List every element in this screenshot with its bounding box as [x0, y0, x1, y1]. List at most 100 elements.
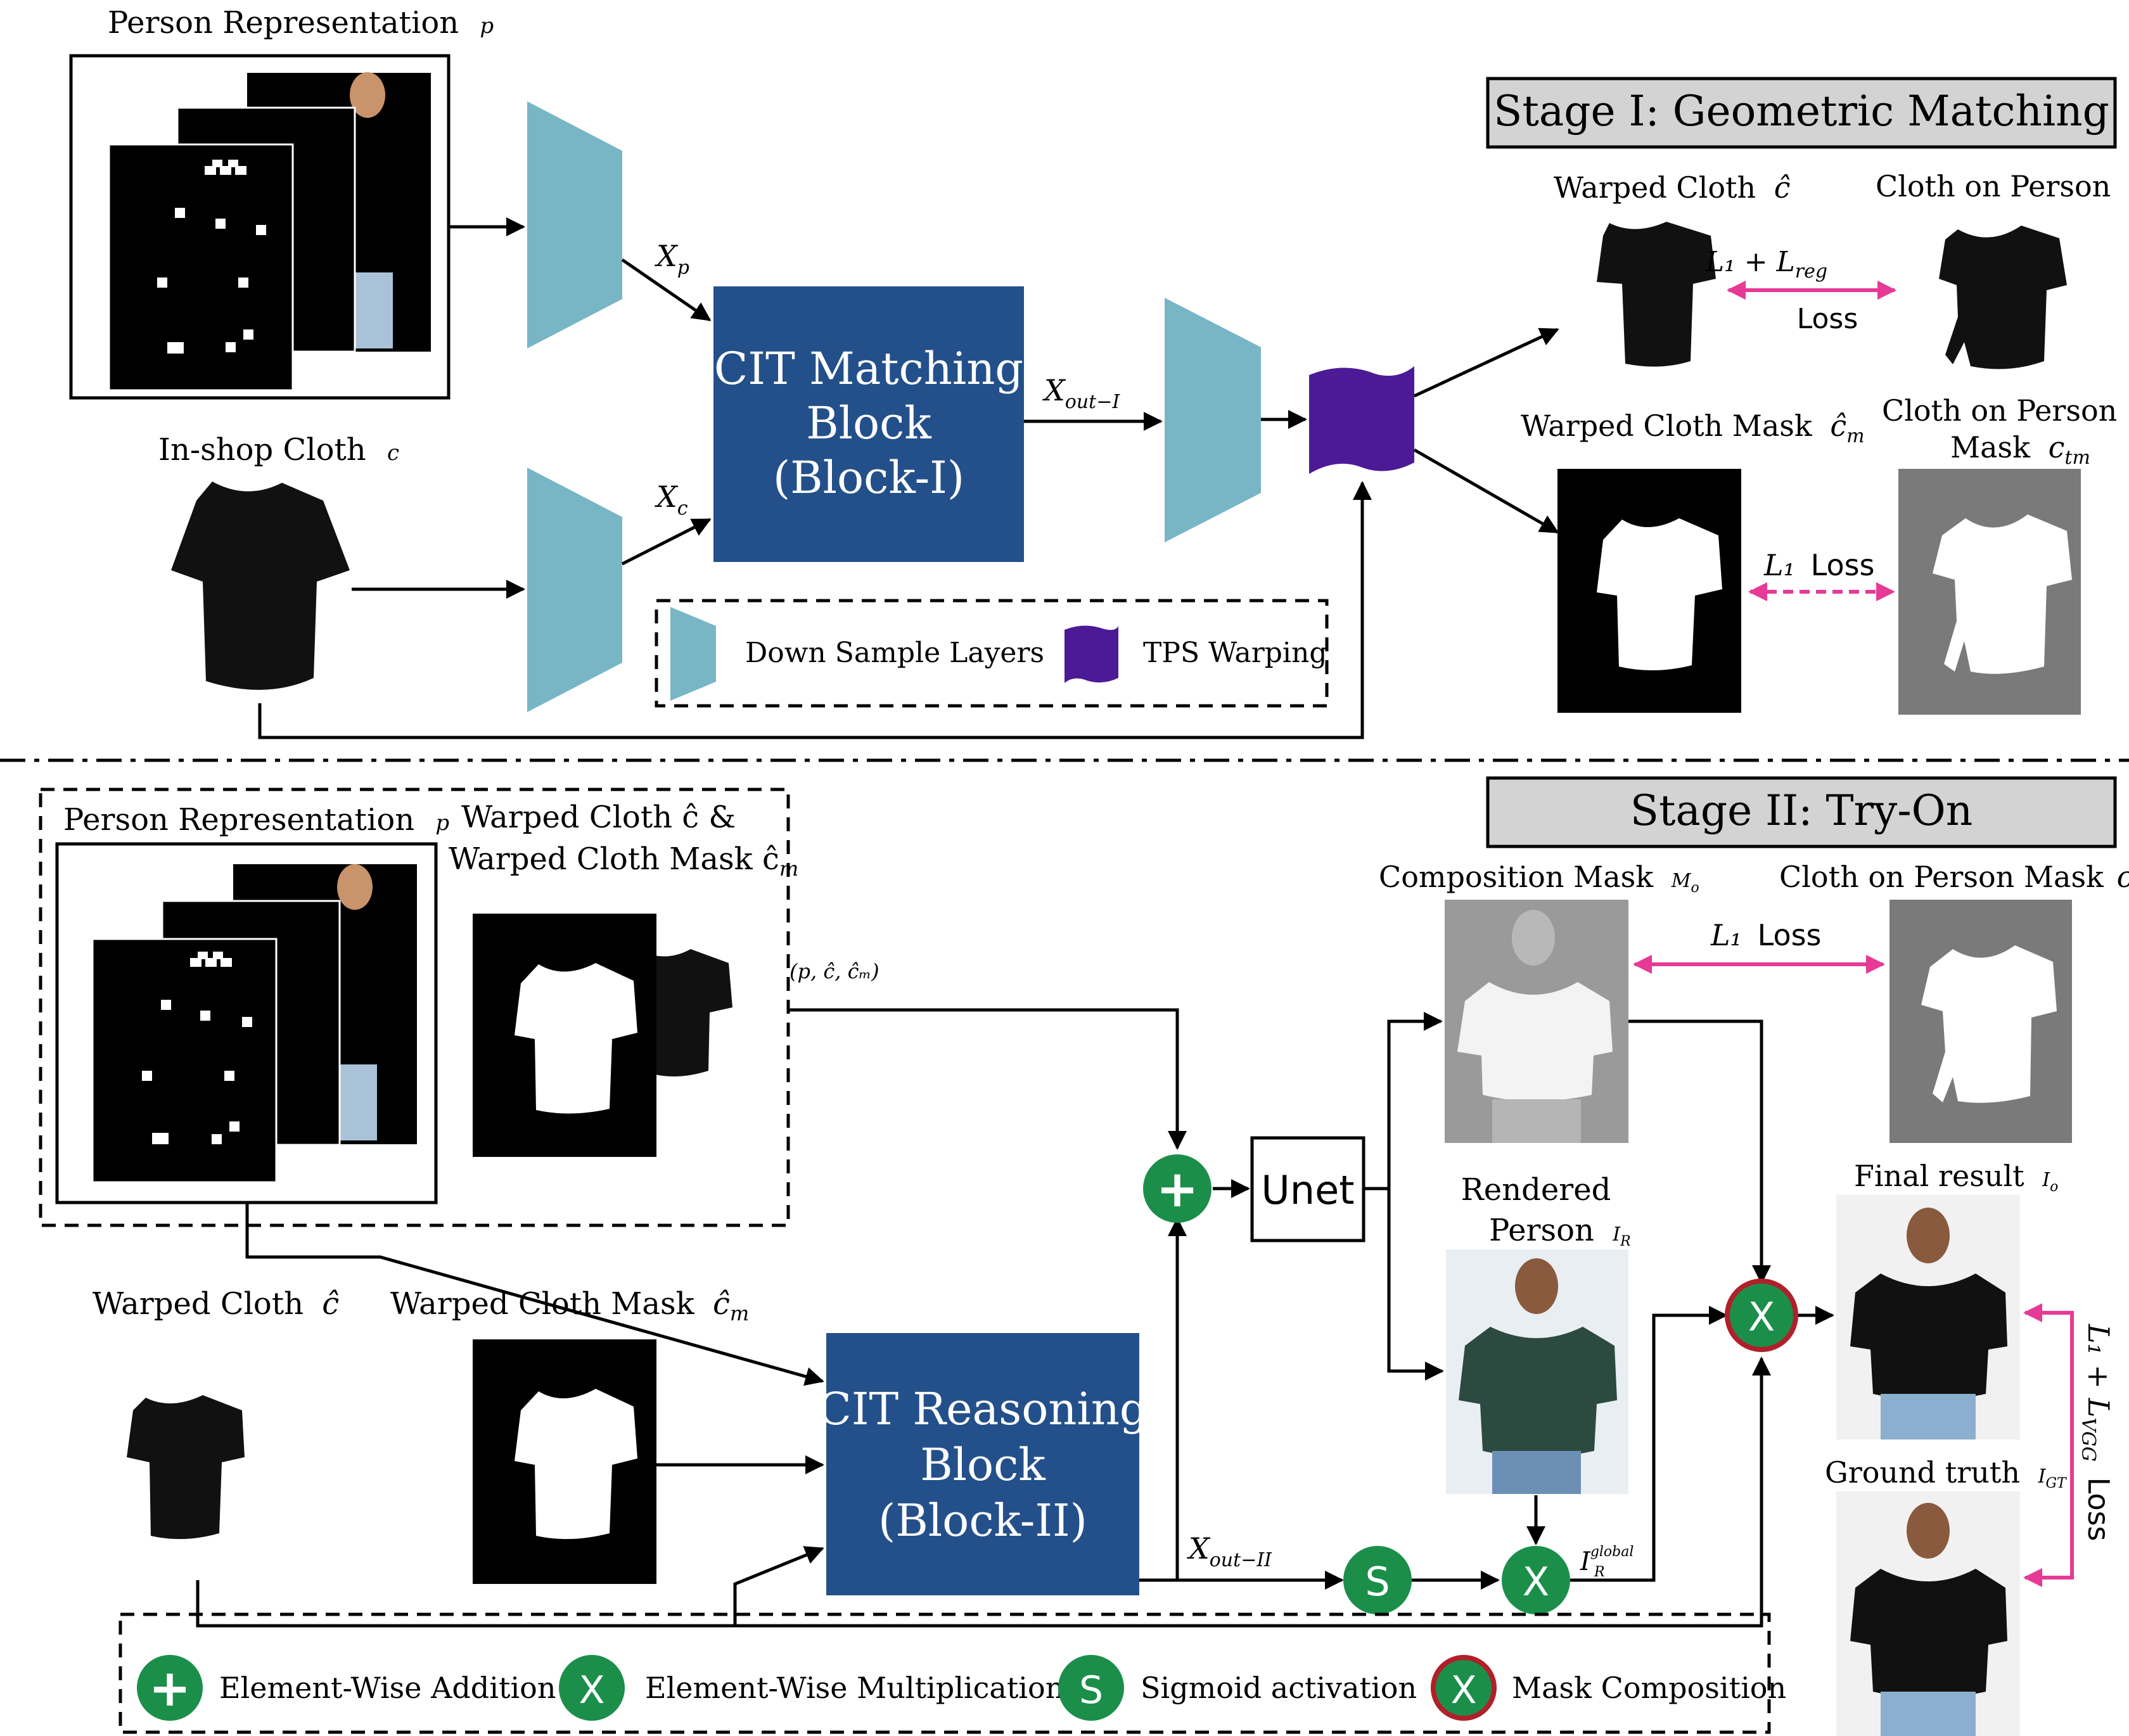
op-mask-composition: X — [1725, 1279, 1798, 1352]
op-add: + — [1143, 1154, 1212, 1223]
stage2-comp-mask-label: Composition Mask Mo — [1379, 860, 1699, 896]
stage1-cloth-person-mask-shape — [1933, 514, 2072, 674]
stage2-rendered-shirt — [1459, 1327, 1617, 1457]
stage2-final-label: Final result Io — [1854, 1159, 2058, 1195]
stage2-warped-mask-shape — [515, 1389, 637, 1540]
stage1-warped-mask-shape — [1597, 518, 1722, 671]
stage1-inshop-label: In-shop Cloth c — [158, 432, 399, 468]
stage1-loss1-formula: L₁ + Lreg — [1705, 246, 1827, 283]
stage1-inshop-tshirt — [171, 482, 350, 690]
stage2-tuple-label: (p, ĉ, ĉₘ) — [790, 959, 879, 983]
stage2-warped-pair-line2: Warped Cloth Mask ĉm — [449, 841, 798, 881]
cit-matching-line1: CIT Matching — [714, 343, 1023, 395]
svg-text:X: X — [1450, 1668, 1476, 1713]
stage1-xc-label: Xc — [655, 480, 688, 520]
stage2-global-label: Iglobal — [1580, 1544, 1634, 1576]
stage2-inputs-frame — [39, 788, 790, 1227]
stage1-loss1-word: Loss — [1797, 303, 1858, 335]
stage1-cloth-on-person-label: Cloth on Person ct — [1876, 169, 2129, 208]
stage2: Stage II: Try-On Person Representation p — [39, 776, 2129, 1736]
cit-reasoning-block — [826, 1333, 1139, 1595]
stage2-warped-mask-label: Warped Cloth Mask ĉm — [390, 1286, 749, 1325]
stage1-person-rep-stack — [108, 72, 431, 392]
op-sigmoid: S — [1343, 1546, 1412, 1614]
legend-mask: X Mask Composition — [1431, 1655, 1786, 1721]
svg-text:X: X — [1523, 1559, 1549, 1605]
stage2-warped-cloth-label: Warped Cloth ĉ — [93, 1286, 339, 1322]
legend-mask-label: Mask Composition — [1512, 1671, 1786, 1705]
stage2-global-sub: R — [1594, 1564, 1605, 1580]
stage2-final-shirt — [1850, 1273, 2007, 1400]
stage2-loss-label: L₁ Loss — [1710, 918, 1822, 952]
legend-mult: X Element-Wise Multiplication — [559, 1655, 1064, 1721]
stage1-downsample-right — [1165, 298, 1261, 542]
arrow-cloth-loop-to-tps — [258, 481, 1372, 739]
stage2-gt-shirt — [1850, 1569, 2007, 1698]
legend-sigmoid: S Sigmoid activation — [1058, 1655, 1417, 1721]
stage1: Stage I: Geometric Matching Person Repre… — [69, 5, 2129, 739]
stage2-gt-label: Ground truth IGT — [1825, 1455, 2068, 1491]
arrow-tuple-to-add — [788, 1008, 1187, 1150]
stage2-title: Stage II: Try-On — [1630, 786, 1973, 835]
stage1-loss2-label: L₁ Loss — [1763, 548, 1875, 582]
arrow-xc — [621, 518, 712, 566]
arrow-tps-to-warped — [1413, 328, 1559, 398]
stage1-warped-cloth — [1597, 222, 1716, 367]
cit-matching-line3: (Block-I) — [773, 452, 964, 504]
stage1-downsample-bottom — [527, 468, 622, 712]
cit-reasoning-line3: (Block-II) — [878, 1495, 1087, 1547]
stage2-xout-label: Xout−II — [1187, 1531, 1272, 1571]
stage2-person-rep-stack — [91, 864, 417, 1184]
cit-reasoning-line2: Block — [920, 1439, 1045, 1491]
svg-text:X: X — [1748, 1294, 1775, 1340]
stage2-warped-pair-cloth — [640, 949, 732, 1076]
stage2-comp-mask-shirt — [1457, 982, 1613, 1101]
arrow-xp — [621, 258, 712, 322]
stage2-warped-pair-mask-shape — [515, 963, 637, 1114]
svg-text:X: X — [579, 1668, 604, 1713]
stage1-title: Stage I: Geometric Matching — [1493, 87, 2109, 136]
stage2-cloth-person-mask-label: Cloth on Person Mask ctm — [1779, 860, 2129, 898]
arrow-unet-to-comp — [1364, 1012, 1443, 1190]
cit-matching-line2: Block — [806, 397, 931, 449]
stage2-warped-cloth — [127, 1395, 245, 1540]
arrow-mult-to-mask-comp — [1570, 1306, 1728, 1582]
stage2-person-rep-label: Person Representation p — [63, 802, 449, 838]
cit-matching-block — [713, 286, 1024, 562]
stage1-cloth-person-mask-line1: Cloth on Person — [1882, 393, 2117, 428]
stage2-vgg-loss-label: L₁ + LVGG Loss — [2075, 1324, 2116, 1541]
stage1-xp-label: Xp — [655, 239, 689, 279]
stage1-person-rep-label: Person Representation p — [108, 5, 494, 41]
arrow-bottom-to-mask-comp — [735, 1356, 1771, 1628]
stage1-xout-label: Xout−I — [1042, 373, 1120, 413]
stage2-rendered-line1: Rendered — [1461, 1172, 1611, 1208]
legend-mult-label: Element-Wise Multiplication — [645, 1671, 1064, 1705]
stage2-legend-box — [118, 1612, 1771, 1734]
unet-box — [1250, 1136, 1365, 1242]
legend-downsample-label: Down Sample Layers — [745, 637, 1044, 669]
unet-label: Unet — [1261, 1167, 1354, 1213]
cit-reasoning-line1: CIT Reasoning — [817, 1383, 1148, 1435]
legend-sigmoid-label: Sigmoid activation — [1141, 1671, 1417, 1705]
stage2-vgg-loss-arrow — [2023, 1303, 2074, 1587]
stage1-cloth-person-mask-line2: Mask ctm — [1950, 430, 2090, 469]
legend-tps-label: TPS Warping — [1143, 637, 1327, 669]
svg-text:+: + — [1156, 1159, 1198, 1218]
stage2-header-box — [1486, 776, 2117, 848]
stage1-warped-cloth-label: Warped Cloth ĉ — [1554, 170, 1791, 205]
stage2-cloth-person-mask-shape — [1921, 945, 2057, 1103]
legend-add: + Element-Wise Addition — [137, 1655, 556, 1721]
stage1-cloth-on-person — [1939, 226, 2067, 369]
arrow-tps-to-mask — [1413, 448, 1559, 534]
op-multiply: X — [1502, 1546, 1570, 1614]
stage1-header-box — [1486, 77, 2117, 149]
stage2-rendered-line2: Person IR — [1489, 1213, 1631, 1249]
arrow-unet-to-rendered — [1387, 1189, 1444, 1381]
legend-downsample-icon — [670, 607, 716, 701]
svg-text:+: + — [148, 1659, 191, 1718]
stage1-downsample-top — [527, 101, 622, 348]
legend-tps-icon — [1064, 625, 1118, 683]
svg-text:S: S — [1365, 1559, 1390, 1605]
svg-text:S: S — [1079, 1668, 1103, 1713]
